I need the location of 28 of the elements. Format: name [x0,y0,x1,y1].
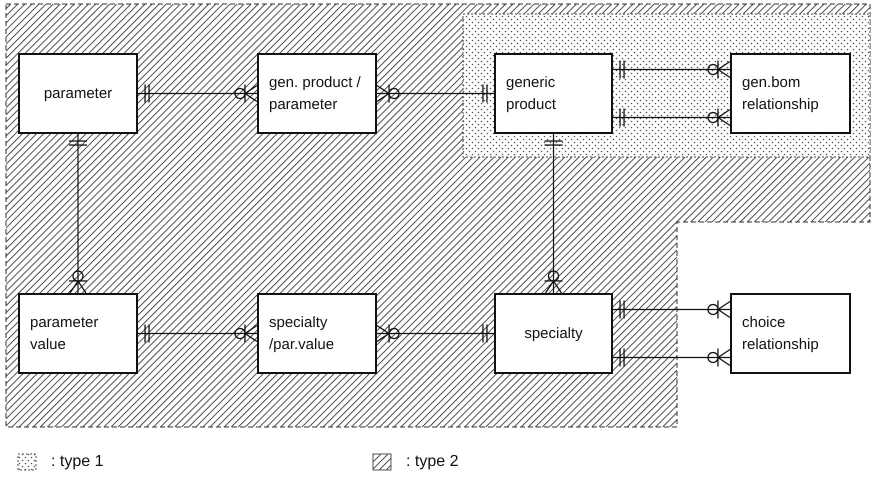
entity-name: specialty /par.value [269,312,336,354]
entity-box [257,53,377,134]
entity-box [257,293,377,374]
relationship-line [138,324,258,342]
relationship-line [376,84,494,102]
entity-name: parameter [44,84,112,104]
entity-box [494,293,613,374]
relationship-line [613,300,730,318]
legend-label: : type 1 [51,453,104,471]
relationship-line [138,84,258,102]
entity-name: gen.bom relationship [742,72,820,114]
entity-name: parameter value [30,312,100,354]
relationship-line [613,348,730,366]
entity-name: specialty [524,324,583,344]
entity-box [18,293,138,374]
relationship-line [69,134,87,294]
relationship-line [613,60,730,78]
legend-label: : type 2 [406,453,458,471]
entity-box [494,53,613,134]
entity-box [730,293,851,374]
relationship-line [613,108,730,126]
relationship-line [544,134,562,294]
relationship-line [376,324,494,342]
entity-name: gen. product / parameter [269,72,362,114]
entity-name: generic product [506,72,558,114]
entity-box [18,53,138,134]
entity-box [730,53,851,134]
entity-name: choice relationship [742,312,820,354]
